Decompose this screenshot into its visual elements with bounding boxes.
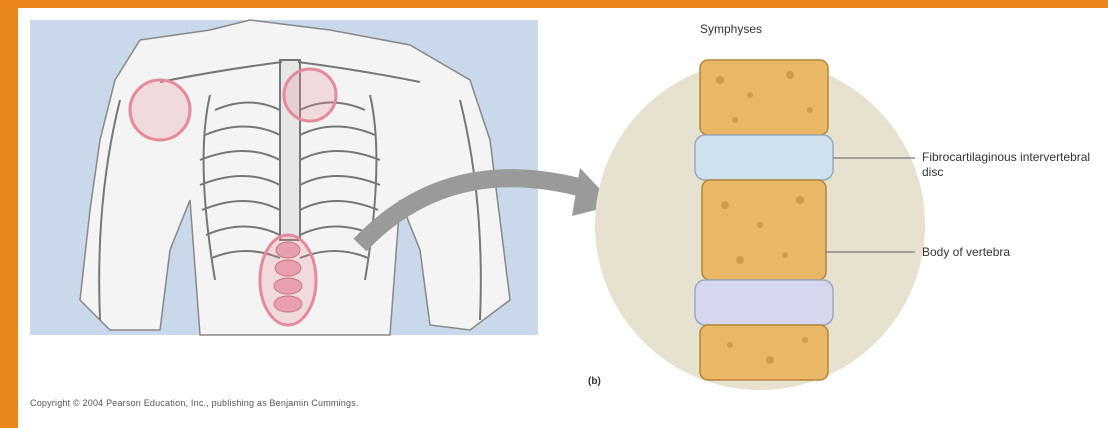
vertebra-body-bottom	[700, 325, 828, 380]
right-shoulder-joint	[284, 69, 336, 121]
disc-label: Fibrocartilaginous intervertebral disc	[922, 150, 1092, 180]
vertebra-body-top	[700, 60, 828, 135]
vertebra-body-middle	[702, 180, 826, 280]
figure-number: (b)	[588, 376, 601, 387]
intervertebral-disc-1	[695, 135, 833, 180]
left-shoulder-joint	[130, 80, 190, 140]
copyright-notice: Copyright © 2004 Pearson Education, Inc.…	[30, 398, 620, 408]
vertebral-column-detail	[695, 60, 833, 380]
diagram-title: Symphyses	[700, 22, 762, 36]
intervertebral-disc-2	[695, 280, 833, 325]
vertebra-body-label: Body of vertebra	[922, 245, 1092, 260]
